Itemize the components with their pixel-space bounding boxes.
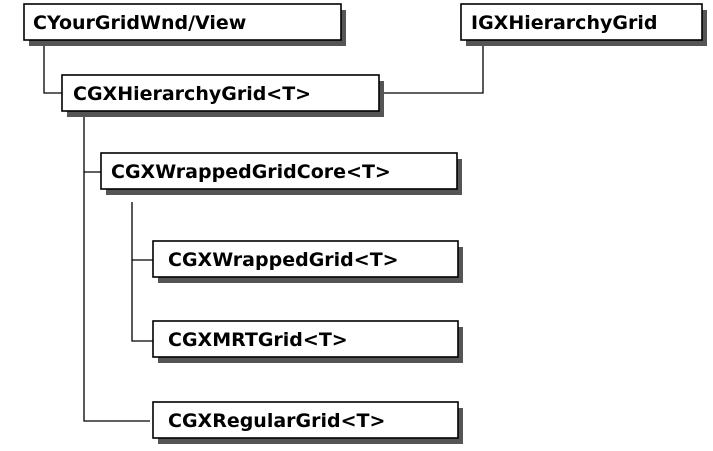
edge-view-to-hierarchy-grid <box>43 43 62 94</box>
node-cgx-mrt-grid: CGXMRTGrid<T> <box>152 320 463 363</box>
node-label: CGXMRTGrid<T> <box>168 329 348 351</box>
node-igx-hierarchy-grid: IGXHierarchyGrid <box>460 3 707 46</box>
node-box <box>152 401 459 439</box>
node-box <box>152 240 459 278</box>
edge-interface-to-hierarchy-grid <box>384 43 484 94</box>
node-box <box>61 74 380 112</box>
edge-hierarchy-to-regular-grid <box>83 111 150 422</box>
node-box <box>152 320 459 358</box>
node-label: IGXHierarchyGrid <box>471 12 657 34</box>
node-cgx-wrapped-grid-core: CGXWrappedGridCore<T> <box>100 152 462 195</box>
node-cgx-regular-grid: CGXRegularGrid<T> <box>152 401 463 444</box>
node-label: CYourGridWnd/View <box>33 12 246 34</box>
node-label: CGXWrappedGridCore<T> <box>111 161 391 183</box>
node-label: CGXRegularGrid<T> <box>168 410 385 432</box>
node-box <box>23 3 342 41</box>
node-cgx-wrapped-grid: CGXWrappedGrid<T> <box>152 240 463 283</box>
edge-wrapped-core-to-mrt-grid <box>131 202 153 342</box>
node-label: CGXHierarchyGrid<T> <box>73 83 311 105</box>
node-your-grid-view: CYourGridWnd/View <box>23 3 346 46</box>
node-cgx-hierarchy-grid: CGXHierarchyGrid<T> <box>61 74 384 117</box>
node-box <box>460 3 703 41</box>
node-label: CGXWrappedGrid<T> <box>168 249 399 271</box>
connectors <box>43 43 484 422</box>
node-box <box>100 152 458 190</box>
